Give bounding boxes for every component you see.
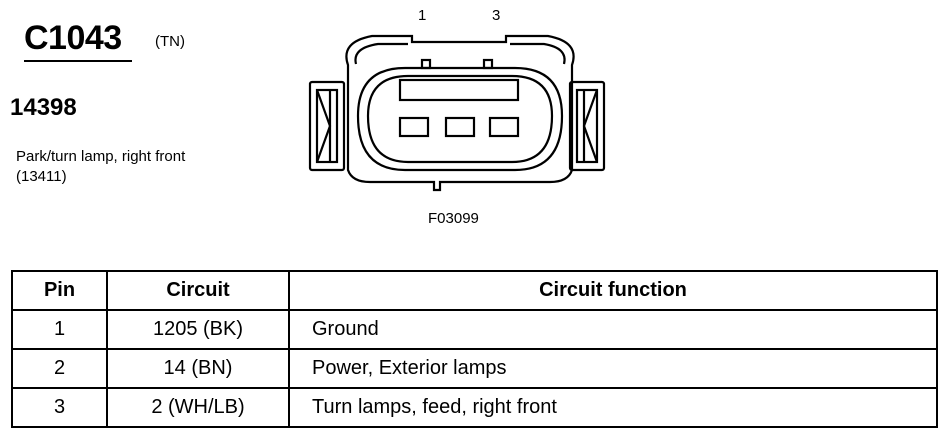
header-pin: Pin: [11, 270, 108, 311]
function-cell: Ground: [288, 309, 938, 350]
pin-table: Pin Circuit Circuit function 1 1205 (BK)…: [11, 270, 938, 428]
header-circuit: Circuit: [106, 270, 290, 311]
function-cell: Power, Exterior lamps: [288, 348, 938, 389]
pin-label-1: 1: [418, 7, 427, 24]
function-cell: Turn lamps, feed, right front: [288, 387, 938, 428]
circuit-cell: 14 (BN): [106, 348, 290, 389]
pin-cell: 2: [11, 348, 108, 389]
key-slot: [398, 78, 520, 102]
connector-id: C1043: [24, 19, 122, 57]
connector-id-underline: [24, 60, 132, 62]
pin-cell: 3: [11, 387, 108, 428]
right-latch: [568, 80, 606, 172]
pin-cavity-1: [398, 116, 430, 138]
connector-color-code: (TN): [155, 33, 185, 50]
table-row: 2 14 (BN) Power, Exterior lamps: [11, 348, 938, 389]
connector-description: Park/turn lamp, right front (13411): [16, 148, 186, 185]
header-circuit-function: Circuit function: [288, 270, 938, 311]
left-latch: [308, 80, 346, 172]
pin-cavity-2: [444, 116, 476, 138]
connector-housing: [345, 34, 575, 192]
table-row: 3 2 (WH/LB) Turn lamps, feed, right fron…: [11, 387, 938, 428]
circuit-cell: 2 (WH/LB): [106, 387, 290, 428]
connector-face: [356, 66, 564, 172]
pin-cell: 1: [11, 309, 108, 350]
pin-cavity-3: [488, 116, 520, 138]
connector-face-diagram: [308, 34, 606, 192]
circuit-cell: 1205 (BK): [106, 309, 290, 350]
table-row: 1 1205 (BK) Ground: [11, 309, 938, 350]
figure-id: F03099: [428, 210, 479, 227]
table-header-row: Pin Circuit Circuit function: [11, 270, 938, 311]
pin-label-3: 3: [492, 7, 501, 24]
part-number: 14398: [10, 94, 77, 121]
